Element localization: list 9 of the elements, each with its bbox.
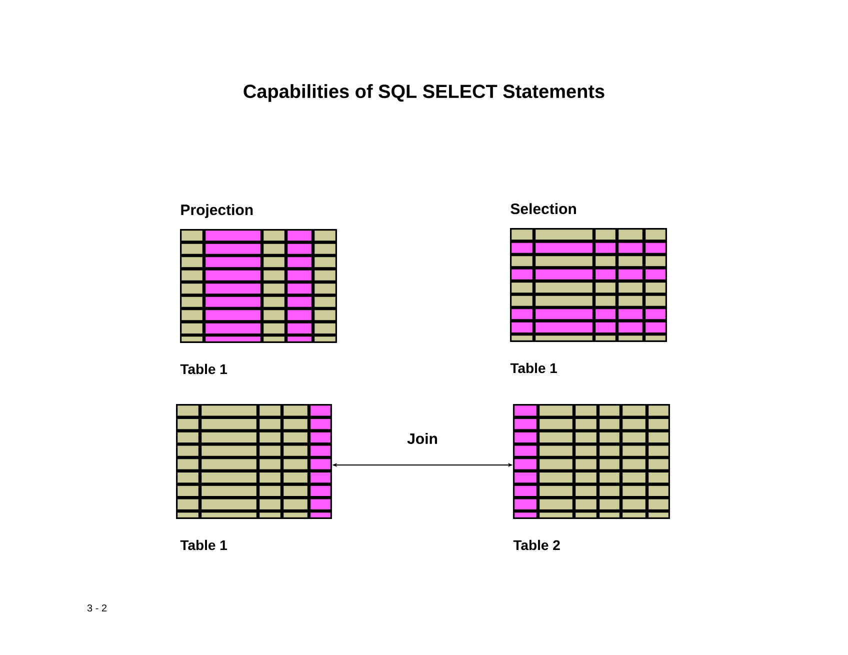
table-heading: Projection — [181, 204, 253, 218]
table-heading: Selection — [510, 203, 576, 214]
table-caption: Table 2 — [513, 540, 560, 550]
table-caption: Table 1 — [180, 540, 228, 550]
page-number: 3 - 2 — [87, 604, 106, 612]
table-caption: Table 1 — [510, 362, 558, 374]
edge-label: Join — [407, 432, 437, 444]
title: Capabilities of SQL SELECT Statements — [244, 84, 604, 102]
table-caption: Table 1 — [180, 364, 228, 374]
